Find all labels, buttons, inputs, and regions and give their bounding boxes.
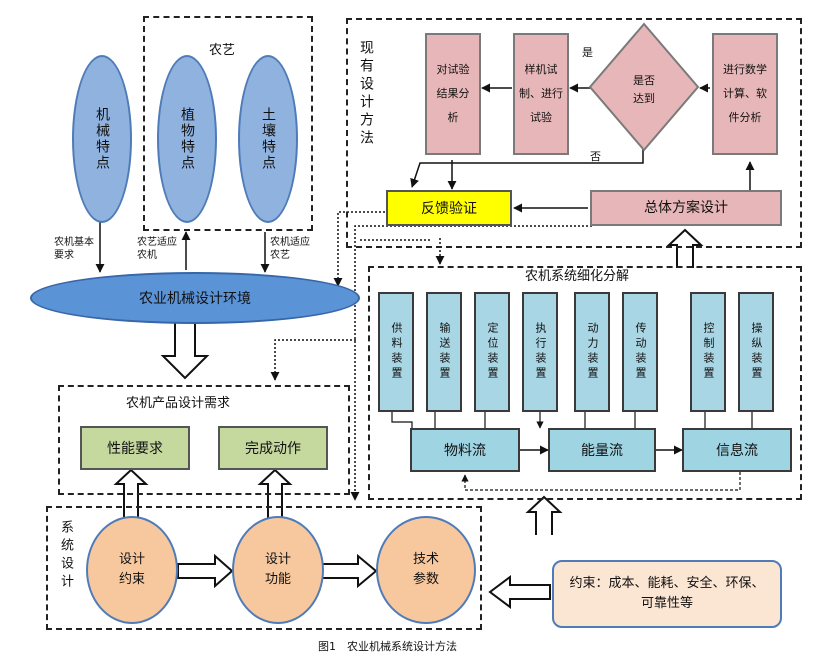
tech-params-node[interactable]: 技术参数 <box>376 516 476 624</box>
material-flow-label: 物料流 <box>444 443 486 459</box>
tech-params-label: 技术参数 <box>412 552 439 587</box>
feedback-verify-label: 反馈验证 <box>421 201 477 217</box>
design-environment-node[interactable]: 农业机械设计环境 <box>30 272 360 324</box>
decision-label: 是否达到 <box>633 74 655 105</box>
design-environment-label: 农业机械设计环境 <box>139 291 251 307</box>
decision-no-label: 否 <box>590 150 601 163</box>
device-node[interactable]: 执行装置 <box>522 292 558 412</box>
prototype-test-node[interactable]: 样机试制、进行试验 <box>513 33 569 155</box>
result-analysis-label: 对试验结果分析 <box>436 63 470 124</box>
existing-methods-box <box>346 18 802 248</box>
device-node[interactable]: 传动装置 <box>622 292 658 412</box>
device-label: 动力装置 <box>586 322 599 382</box>
agronomy-title: 农艺 <box>209 43 236 58</box>
decision-yes-label: 是 <box>582 46 593 59</box>
math-calc-label: 进行数学计算、软件分析 <box>723 63 767 124</box>
constraints-label: 约束：成本、能耗、安全、环保、可靠性等 <box>569 576 765 611</box>
system-design-box <box>46 506 482 630</box>
requirements-title: 农机产品设计需求 <box>126 396 231 411</box>
feedback-verify-node[interactable]: 反馈验证 <box>386 190 512 226</box>
device-node[interactable]: 动力装置 <box>574 292 610 412</box>
overall-design-node[interactable]: 总体方案设计 <box>590 190 782 226</box>
device-node[interactable]: 定位装置 <box>474 292 510 412</box>
design-function-node[interactable]: 设计功能 <box>232 516 324 624</box>
device-label: 定位装置 <box>486 322 499 382</box>
plant-traits-node[interactable]: 植物特点 <box>157 55 217 223</box>
performance-req-node[interactable]: 性能要求 <box>80 426 190 470</box>
design-constraint-label: 设计约束 <box>118 552 145 587</box>
label-mech-req: 农机基本要求 <box>54 237 94 261</box>
device-node[interactable]: 控制装置 <box>690 292 726 412</box>
device-node[interactable]: 输送装置 <box>426 292 462 412</box>
device-node[interactable]: 操纵装置 <box>738 292 774 412</box>
energy-flow-label: 能量流 <box>581 443 623 459</box>
material-flow-node[interactable]: 物料流 <box>410 428 520 472</box>
overall-design-label: 总体方案设计 <box>644 200 728 216</box>
device-label: 控制装置 <box>702 322 715 382</box>
mechanical-traits-label: 机械特点 <box>94 107 110 171</box>
device-label: 执行装置 <box>534 322 547 382</box>
device-node[interactable]: 供料装置 <box>378 292 414 412</box>
complete-action-label: 完成动作 <box>245 441 301 457</box>
agronomy-box <box>143 16 313 231</box>
device-label: 传动装置 <box>634 322 647 382</box>
figure-caption: 图1 农业机械系统设计方法 <box>318 640 457 653</box>
complete-action-node[interactable]: 完成动作 <box>218 426 328 470</box>
info-flow-node[interactable]: 信息流 <box>682 428 792 472</box>
decomposition-title: 农机系统细化分解 <box>525 269 630 284</box>
system-design-title: 系统设计 <box>58 520 73 592</box>
plant-traits-label: 植物特点 <box>179 107 195 171</box>
design-constraint-node[interactable]: 设计约束 <box>86 516 178 624</box>
info-flow-label: 信息流 <box>716 443 758 459</box>
result-analysis-node[interactable]: 对试验结果分析 <box>425 33 481 155</box>
soil-traits-label: 土壤特点 <box>260 107 276 171</box>
label-agro-adapt: 农艺适应农机 <box>137 237 177 261</box>
math-calc-node[interactable]: 进行数学计算、软件分析 <box>712 33 778 155</box>
prototype-test-label: 样机试制、进行试验 <box>519 63 563 124</box>
performance-req-label: 性能要求 <box>107 441 163 457</box>
constraints-box[interactable]: 约束：成本、能耗、安全、环保、可靠性等 <box>552 560 782 628</box>
decision-diamond[interactable] <box>588 22 700 152</box>
device-label: 供料装置 <box>390 322 403 382</box>
mechanical-traits-node[interactable]: 机械特点 <box>72 55 132 223</box>
soil-traits-node[interactable]: 土壤特点 <box>238 55 298 223</box>
energy-flow-node[interactable]: 能量流 <box>548 428 656 472</box>
label-mech-adapt: 农机适应农艺 <box>270 237 310 261</box>
existing-methods-title: 现有设计方法 <box>358 40 374 148</box>
device-label: 输送装置 <box>438 322 451 382</box>
design-function-label: 设计功能 <box>264 552 291 587</box>
requirements-box <box>58 385 350 495</box>
decomposition-box <box>368 266 802 500</box>
device-label: 操纵装置 <box>750 322 763 382</box>
